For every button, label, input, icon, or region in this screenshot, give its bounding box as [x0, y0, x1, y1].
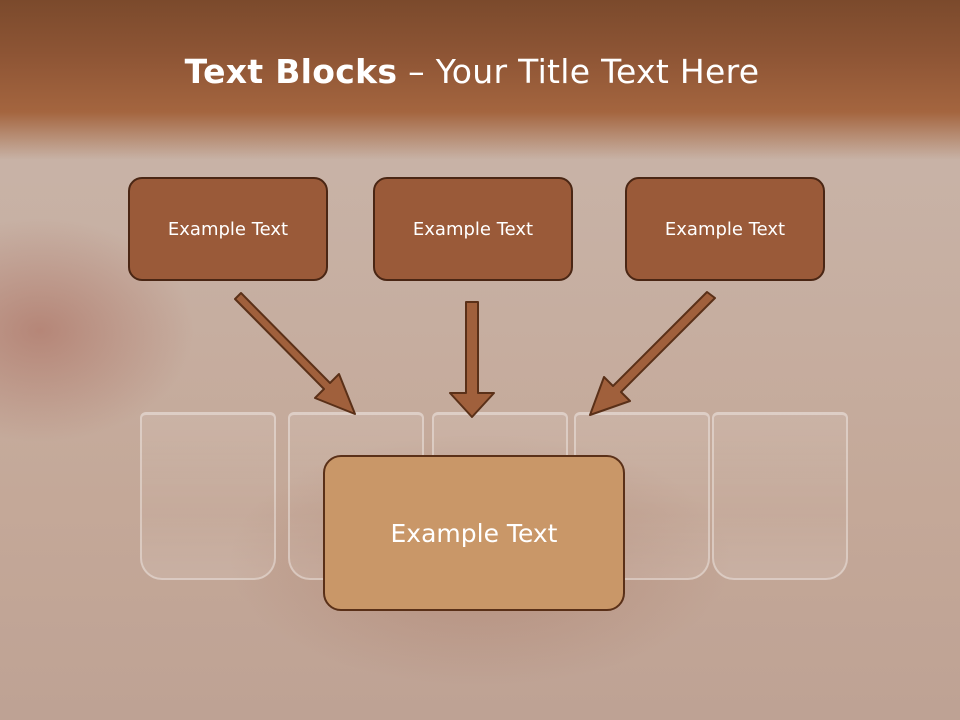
arrow-left-diagonal [234, 292, 356, 415]
arrow-right-diagonal [589, 291, 716, 416]
text-block-1[interactable]: Example Text [128, 177, 328, 281]
title-bold: Text Blocks [184, 52, 398, 91]
text-block-2[interactable]: Example Text [373, 177, 573, 281]
text-block-3[interactable]: Example Text [625, 177, 825, 281]
target-block[interactable]: Example Text [323, 455, 625, 611]
title-rest: Your Title Text Here [435, 52, 760, 91]
header-band [0, 0, 960, 160]
arrow-center-down [449, 301, 495, 418]
text-block-3-label: Example Text [664, 218, 786, 240]
title-separator: – [397, 52, 436, 91]
text-block-1-label: Example Text [167, 218, 289, 240]
text-block-2-label: Example Text [412, 218, 534, 240]
background-glass [712, 412, 848, 580]
background-glass [140, 412, 276, 580]
slide-title: Text Blocks – Your Title Text Here [0, 52, 944, 91]
target-block-label: Example Text [390, 518, 558, 548]
